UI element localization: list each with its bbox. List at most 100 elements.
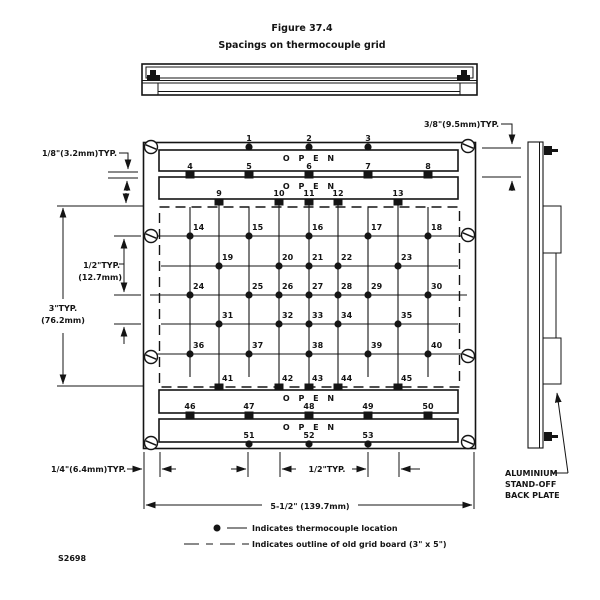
thermocouple-point-45 (393, 383, 403, 391)
point-label-47: 47 (243, 402, 254, 411)
point-label-41: 41 (222, 374, 234, 383)
thermocouple-point-38 (305, 350, 313, 358)
thermocouple-point-32 (275, 320, 283, 328)
point-label-17: 17 (371, 223, 382, 232)
screw-slot (462, 353, 474, 359)
thermocouple-point-26 (275, 291, 283, 299)
thermocouple-point-12 (333, 198, 343, 206)
thermocouple-point-5 (244, 171, 254, 179)
open-label-4: O P E N (283, 423, 337, 432)
point-label-11: 11 (303, 189, 315, 198)
dim-quarter-inch-label: 1/4"(6.4mm)TYP. (51, 465, 126, 474)
point-label-52: 52 (303, 431, 314, 440)
screw-slot (462, 143, 474, 149)
thermocouple-point-47 (244, 411, 254, 419)
point-label-8: 8 (425, 162, 431, 171)
leader-arrow (554, 392, 569, 474)
point-label-39: 39 (371, 341, 383, 350)
point-label-28: 28 (341, 282, 353, 291)
thermocouple-point-4 (185, 171, 195, 179)
point-label-50: 50 (422, 402, 434, 411)
point-label-24: 24 (193, 282, 205, 291)
point-label-20: 20 (282, 253, 294, 262)
thermocouple-point-8 (423, 171, 433, 179)
thermocouple-point-1 (245, 143, 253, 151)
figure-code: S2698 (58, 554, 86, 563)
thermocouple-point-29 (364, 291, 372, 299)
point-label-37: 37 (252, 341, 263, 350)
point-label-32: 32 (282, 311, 293, 320)
point-label-15: 15 (252, 223, 264, 232)
point-label-29: 29 (371, 282, 383, 291)
open-label-2: O P E N (283, 182, 337, 191)
thermocouple-point-41 (214, 383, 224, 391)
screw-slot (145, 233, 157, 239)
legend: Indicates thermocouple location Indicate… (184, 524, 447, 549)
top-view (141, 63, 478, 96)
point-label-42: 42 (282, 374, 293, 383)
thermocouple-point-14 (186, 232, 194, 240)
bolt-icon (457, 70, 470, 80)
top-view-board-edge (145, 66, 474, 79)
thermocouple-point-39 (364, 350, 372, 358)
point-label-38: 38 (312, 341, 324, 350)
screw-slot (145, 354, 157, 360)
side-label-line1: ALUMINIUM (505, 469, 558, 478)
side-view-board (527, 141, 544, 449)
thermocouple-point-16 (305, 232, 313, 240)
thermocouple-point-31 (215, 320, 223, 328)
thermocouple-point-17 (364, 232, 372, 240)
point-label-30: 30 (431, 282, 443, 291)
thermocouple-point-36 (186, 350, 194, 358)
point-label-4: 4 (187, 162, 193, 171)
thermocouple-point-49 (363, 411, 373, 419)
thermocouple-point-50 (423, 411, 433, 419)
thermocouple-point-10 (274, 198, 284, 206)
screw-slot (462, 232, 474, 238)
thermocouple-point-40 (424, 350, 432, 358)
leader-line (119, 152, 129, 157)
point-label-21: 21 (312, 253, 324, 262)
point-label-18: 18 (431, 223, 443, 232)
point-label-16: 16 (312, 223, 324, 232)
bolt-icon (544, 146, 558, 155)
point-label-35: 35 (401, 311, 413, 320)
open-label-3: O P E N (283, 394, 337, 403)
standoff-plate-upper (542, 205, 562, 254)
grid-board-outline (142, 141, 477, 450)
thermocouple-point-30 (424, 291, 432, 299)
dim-half-inch-mm-label: (12.7mm) (78, 273, 122, 282)
thermocouple-point-23 (394, 262, 402, 270)
bolt-icon (147, 70, 160, 80)
thermocouple-point-25 (245, 291, 253, 299)
side-label-line3: BACK PLATE (505, 491, 560, 500)
point-label-10: 10 (273, 189, 285, 198)
dim-three-eighths-label: 3/8"(9.5mm)TYP. (424, 120, 499, 129)
point-label-45: 45 (401, 374, 413, 383)
point-label-34: 34 (341, 311, 353, 320)
thermocouple-point-46 (185, 411, 195, 419)
open-label-1: O P E N (283, 154, 337, 163)
point-label-25: 25 (252, 282, 264, 291)
point-label-12: 12 (332, 189, 343, 198)
thermocouple-point-33 (305, 320, 313, 328)
dim-overall-label: 5-1/2" (139.7mm) (270, 502, 349, 511)
screw-slot (145, 144, 157, 150)
thermocouple-point-21 (305, 262, 313, 270)
point-label-14: 14 (193, 223, 205, 232)
point-label-7: 7 (365, 162, 371, 171)
point-label-33: 33 (312, 311, 323, 320)
legend-dot-icon (213, 524, 221, 532)
legend-item-2: Indicates outline of old grid board (3" … (252, 540, 447, 549)
screw-slot (462, 439, 474, 445)
thermocouple-point-53 (364, 440, 372, 448)
thermocouple-point-42 (274, 383, 284, 391)
thermocouple-point-6 (304, 171, 314, 179)
point-label-6: 6 (306, 162, 312, 171)
side-label-line2: STAND-OFF (505, 480, 556, 489)
dim-three-inch-mm-label: (76.2mm) (41, 316, 85, 325)
thermocouple-point-9 (214, 198, 224, 206)
